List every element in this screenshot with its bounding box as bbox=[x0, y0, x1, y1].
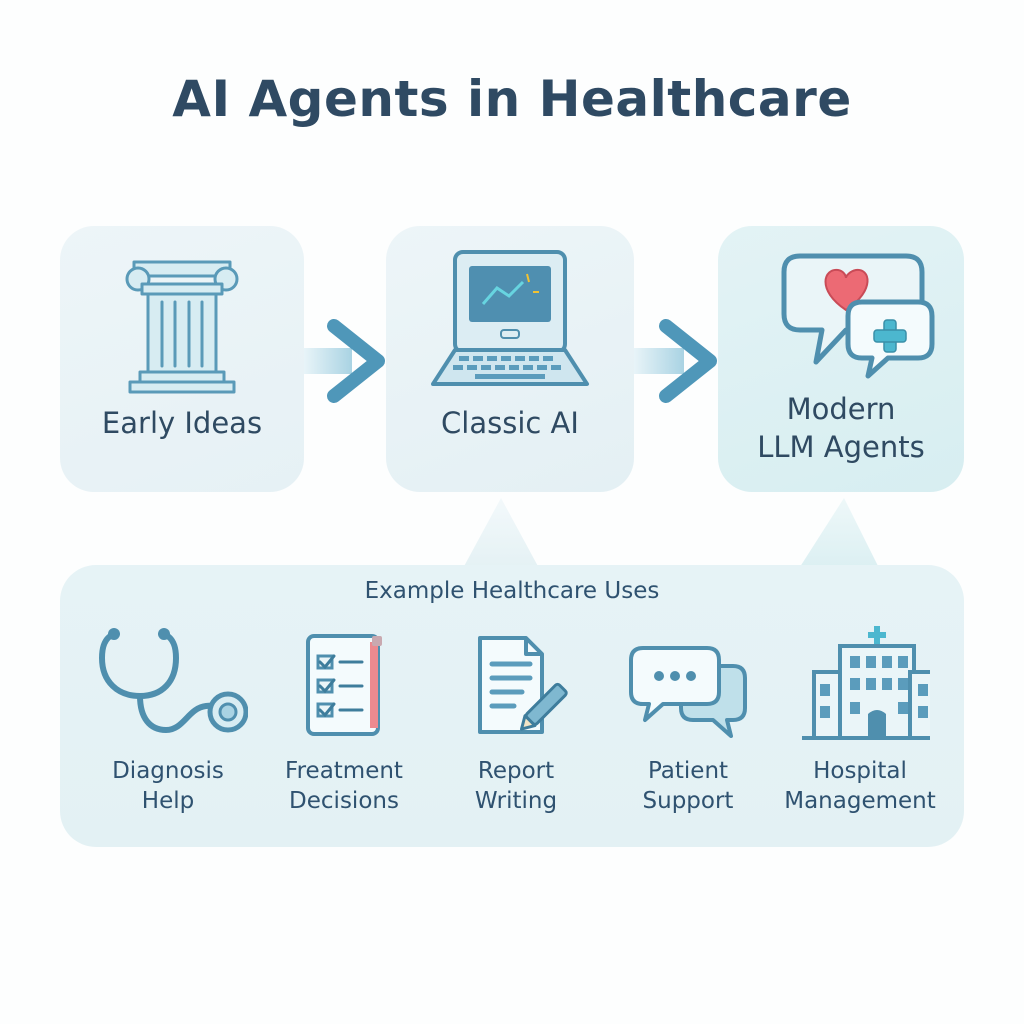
column-icon bbox=[60, 244, 304, 404]
stage-label-modern-line2: LLM Agents bbox=[757, 430, 925, 464]
use-label-line1: Patient bbox=[647, 758, 729, 784]
stage-modern-llm-agents: Modern LLM Agents bbox=[718, 226, 964, 492]
use-label-line1: Freatment bbox=[285, 758, 403, 784]
page-title: AI Agents in Healthcare bbox=[172, 70, 852, 128]
arrow-right-icon bbox=[304, 318, 386, 408]
use-label-line2: Support bbox=[642, 788, 734, 814]
document-pen-icon bbox=[428, 622, 604, 744]
chat-icon bbox=[600, 622, 776, 744]
stethoscope-icon bbox=[80, 622, 256, 744]
use-label-line2: Help bbox=[141, 788, 195, 814]
use-hospital-management: Hospital Management bbox=[772, 622, 948, 816]
hospital-icon bbox=[772, 622, 948, 744]
checklist-icon bbox=[256, 622, 432, 744]
use-report-writing: Report Writing bbox=[428, 622, 604, 816]
use-diagnosis-help: Diagnosis Help bbox=[80, 622, 256, 816]
use-treatment-decisions: Freatment Decisions bbox=[256, 622, 432, 816]
stage-early-ideas: Early Ideas bbox=[60, 226, 304, 492]
uses-heading: Example Healthcare Uses bbox=[364, 578, 660, 604]
use-label-line1: Hospital bbox=[813, 758, 907, 784]
stage-label-classic-ai: Classic AI bbox=[441, 406, 579, 440]
pointer-modern bbox=[798, 498, 880, 574]
laptop-icon bbox=[386, 244, 634, 404]
chat-bubbles-icon bbox=[718, 244, 964, 404]
stage-label-modern-line1: Modern bbox=[786, 392, 896, 426]
use-label-line2: Decisions bbox=[289, 788, 399, 814]
stage-classic-ai: Classic AI bbox=[386, 226, 634, 492]
use-label-line1: Report bbox=[477, 758, 555, 784]
pointer-classic bbox=[462, 498, 540, 574]
use-label-line1: Diagnosis bbox=[112, 758, 224, 784]
use-patient-support: Patient Support bbox=[600, 622, 776, 816]
use-label-line2: Writing bbox=[474, 788, 558, 814]
stage-label-early-ideas: Early Ideas bbox=[101, 406, 263, 440]
arrow-right-icon bbox=[634, 318, 718, 408]
use-label-line2: Management bbox=[784, 788, 936, 814]
